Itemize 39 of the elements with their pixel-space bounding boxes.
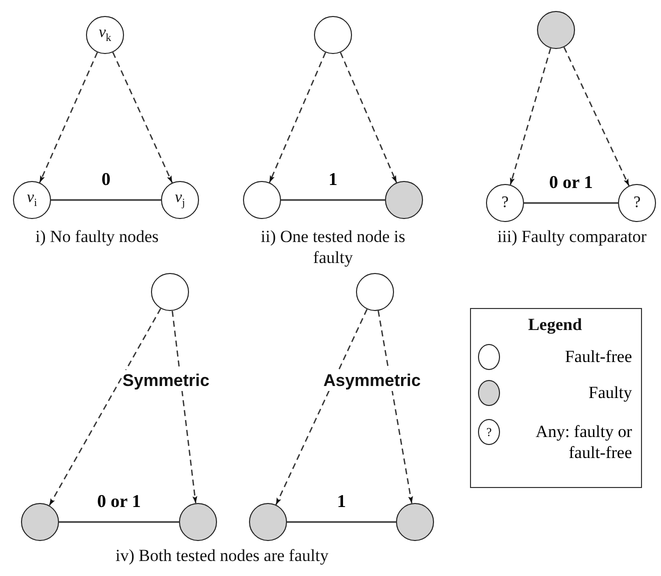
legend-text: Any: faulty or fault-free [534,421,632,464]
caption: ii) One tested node is faulty [260,226,406,268]
node-circle [249,503,287,541]
node-circle [537,11,575,49]
node-circle: ? [486,184,524,222]
connector-line [59,521,179,523]
caption: iii) Faulty comparator [496,226,648,248]
connector-line [524,202,618,204]
arrow [39,52,98,183]
node-circle [356,273,394,311]
node-circle [314,16,352,54]
connector-line [281,199,385,201]
connector-line [51,199,161,201]
arrow [112,52,173,183]
arrow [340,52,398,183]
node-circle [396,503,434,541]
case-label: Asymmetric [323,370,421,392]
node-circle: ? [618,184,656,222]
caption: i) No faulty nodes [34,226,160,248]
legend-title: Legend [527,314,583,336]
node-circle: v$_{k}$ [86,16,124,54]
arrow [268,52,326,183]
legend-text: Faulty [588,382,632,404]
node-circle [21,503,59,541]
node-circle [385,181,423,219]
arrow [275,308,368,506]
node-circle [179,503,217,541]
arrow [563,46,630,186]
arrow [172,310,198,504]
arrow [48,308,162,506]
node-circle: v$_{i}$ [13,181,51,219]
arrow [378,310,413,504]
arrow [510,48,552,185]
case-label: Symmetric [122,370,210,392]
node-circle: v$_{j}$ [161,181,199,219]
node-circle [151,273,189,311]
legend-text: Fault-free [564,346,632,368]
node-circle [243,181,281,219]
caption: iv) Both tested nodes are faulty [114,545,330,566]
